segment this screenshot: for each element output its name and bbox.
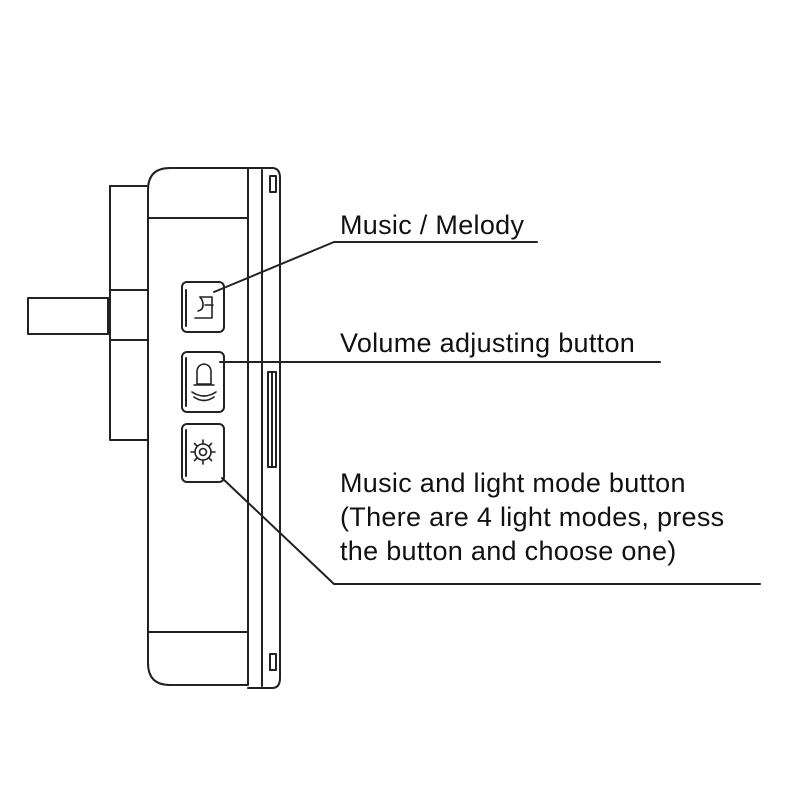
front-cover — [247, 167, 281, 689]
volume-button[interactable] — [181, 351, 225, 413]
music-button[interactable] — [181, 281, 225, 333]
volume-button-label: Volume adjusting button — [340, 328, 636, 358]
mode-label-line-2: (There are 4 light modes, press — [340, 502, 725, 532]
bell-icon — [191, 363, 217, 402]
plug-base — [109, 185, 149, 441]
mode-button[interactable] — [181, 423, 225, 483]
music-melody-label: Music / Melody — [340, 210, 525, 240]
music-note-icon — [194, 296, 214, 319]
plug-pin — [27, 297, 109, 335]
leader-line-music — [213, 241, 538, 293]
mode-button-label: Music and light mode button (There are 4… — [340, 466, 724, 568]
gear-icon — [190, 439, 216, 465]
mode-label-line-1: Music and light mode button — [340, 468, 686, 498]
mode-label-line-3: the button and choose one) — [340, 536, 677, 566]
receiver-body — [147, 167, 249, 686]
leader-line-mode — [221, 477, 761, 585]
